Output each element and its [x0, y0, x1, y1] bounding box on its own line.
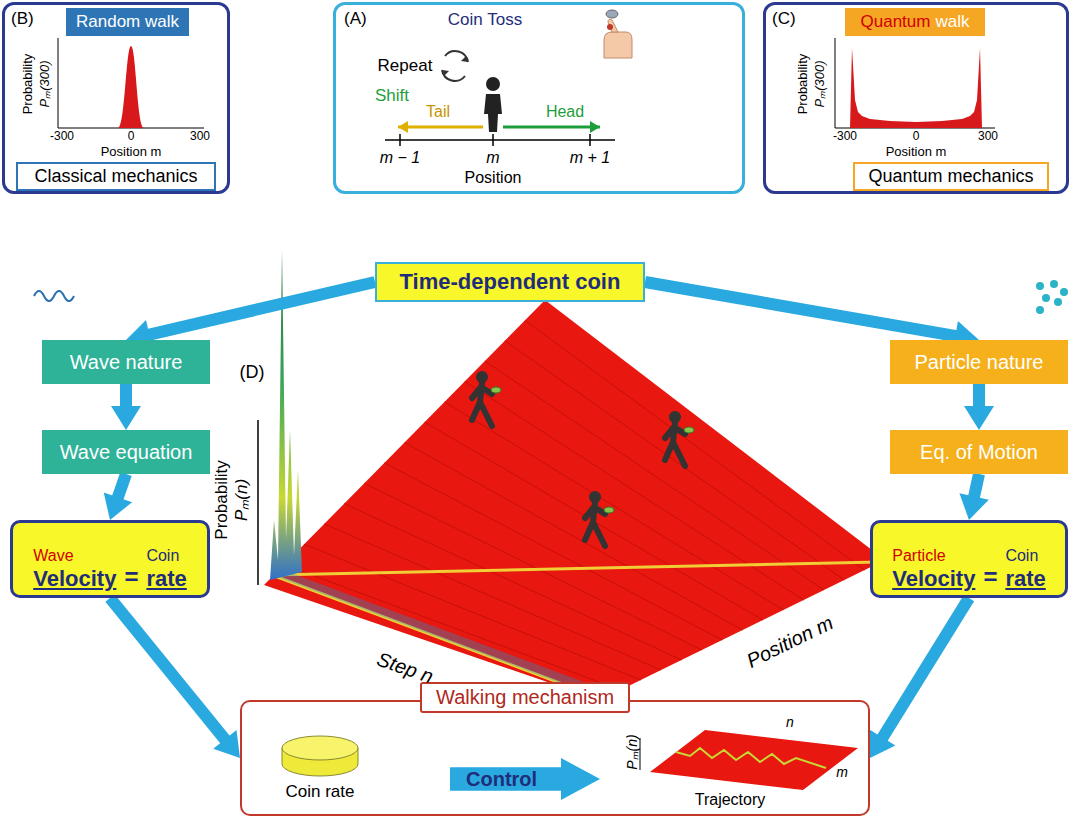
node-text: Coin [1005, 547, 1045, 565]
plot-label: -300 [50, 130, 74, 144]
trajectory-plot [640, 730, 858, 790]
plot-label: (D) [240, 362, 265, 383]
plot-label: -300 [833, 130, 857, 144]
plot-label: Repeat [378, 56, 433, 76]
node-text: Coin [146, 547, 186, 565]
quantum-walk-surface [258, 250, 885, 700]
text-column: WaveVelocity [33, 527, 116, 591]
node-text: Velocity [892, 566, 975, 591]
node-text: Control [466, 768, 537, 791]
process-box: Particle nature [890, 340, 1068, 384]
caption-box: Classical mechanics [16, 162, 216, 191]
caption-box: Quantum mechanics [853, 162, 1049, 191]
node-text: Time-dependent coin [400, 269, 621, 294]
node-text: (A) [344, 9, 367, 29]
panel-frame: (B) Random walkClassical mechanics [2, 2, 230, 194]
node-text: Velocity [33, 566, 116, 591]
plot-label: Shift [375, 86, 409, 106]
plot-label: Tail [426, 103, 450, 121]
node-text: = [124, 563, 138, 591]
result-box: WaveVelocity = Coinrate [10, 520, 210, 598]
node-text: rate [146, 566, 186, 591]
node-text: Walking mechanism [420, 682, 630, 713]
node-text: Particle nature [915, 351, 1044, 374]
wave-icon [34, 291, 74, 301]
text-column: ParticleVelocity [892, 527, 975, 591]
title-box: Random walk [66, 8, 189, 36]
node-text: rate [1005, 566, 1045, 591]
plot-label: 300 [978, 130, 998, 144]
text-column: = [983, 527, 997, 591]
plot-label: Position m [886, 145, 947, 160]
plot-label: Coin Toss [448, 10, 522, 30]
node-text: (B) [11, 9, 34, 29]
plot-label: m [486, 149, 499, 167]
text-column: = [124, 527, 138, 591]
plot-label: Probability [796, 54, 811, 115]
node-text: (C) [772, 9, 796, 29]
node-text: Classical mechanics [34, 166, 197, 187]
node-text: walk [935, 12, 969, 32]
plot-label: Trajectory [695, 791, 766, 809]
node-text: Eq. of Motion [920, 441, 1038, 464]
process-box: Wave nature [42, 340, 210, 384]
flow-arrow [111, 384, 141, 430]
flow-arrow [964, 384, 994, 430]
node-text: Random walk [76, 12, 179, 32]
plot-label: m − 1 [380, 149, 420, 167]
result-box: ParticleVelocity = Coinrate [870, 520, 1068, 598]
particle-icon [1036, 280, 1068, 314]
plot-label: Pₘ(300) [813, 60, 828, 107]
node-text: Particle [892, 547, 975, 565]
node-text: Wave equation [60, 441, 193, 464]
node-text: Quantum [861, 12, 931, 32]
flow-arrow [110, 598, 240, 758]
plot-label: 300 [190, 130, 210, 144]
node-text: = [983, 563, 997, 591]
plot-label: m + 1 [570, 149, 610, 167]
plot-label: n [786, 714, 794, 730]
flow-arrow [104, 474, 132, 520]
random-walk-chart [58, 38, 204, 128]
coin-box: Time-dependent coin [375, 262, 645, 302]
plot-label: Position [465, 169, 522, 187]
text-column: Coinrate [1005, 527, 1045, 591]
node-text: Wave [33, 547, 116, 565]
process-box: Eq. of Motion [890, 430, 1068, 474]
text-column: Coinrate [146, 527, 186, 591]
plot-label: 0 [913, 130, 920, 144]
coin-toss-illustration [385, 10, 632, 146]
node-text: Wave nature [70, 351, 183, 374]
plot-label: Step n [374, 648, 436, 689]
process-box: Wave equation [42, 430, 210, 474]
plot-label: m [836, 764, 848, 780]
plot-label: Pₘ(n) [232, 479, 252, 521]
plot-label: Head [546, 103, 584, 121]
plot-label: Position m [101, 145, 162, 160]
control-arrow: Control [450, 758, 600, 800]
node-text: Quantum mechanics [868, 166, 1033, 187]
coin-cylinder [282, 736, 358, 776]
flow-arrow [959, 474, 988, 520]
plot-label: Pₘ(300) [38, 60, 53, 107]
quantum-walk-chart [835, 38, 995, 128]
plot-label: Probability [212, 460, 232, 539]
flow-arrow [870, 598, 969, 758]
plot-label: Probability [21, 54, 36, 115]
plot-label: Pₘ(n) [624, 734, 640, 769]
plot-label: Coin rate [286, 782, 355, 802]
plot-label: 0 [128, 130, 135, 144]
title-box: Quantumwalk [845, 8, 985, 36]
